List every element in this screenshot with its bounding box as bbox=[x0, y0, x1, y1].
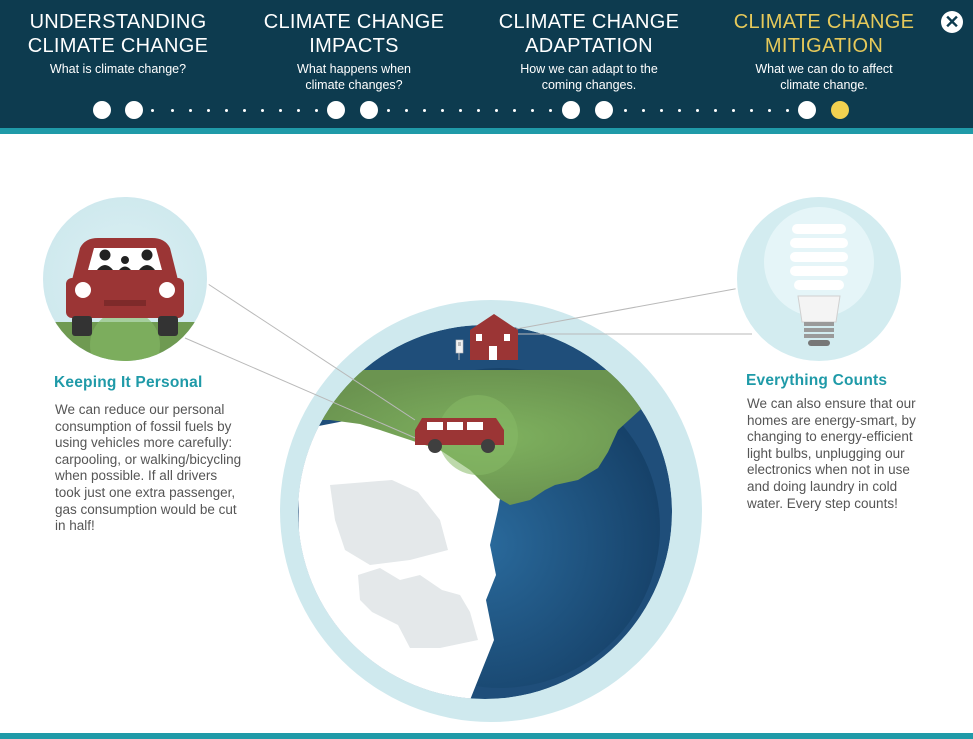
progress-dot[interactable] bbox=[595, 101, 613, 119]
right-panel-heading: Everything Counts bbox=[746, 372, 888, 389]
progress-dot-minor[interactable] bbox=[189, 109, 192, 112]
progress-dot-minor[interactable] bbox=[151, 109, 154, 112]
connector-line bbox=[184, 337, 421, 441]
progress-dot-minor[interactable] bbox=[549, 109, 552, 112]
progress-dot-minor[interactable] bbox=[531, 109, 534, 112]
progress-dot[interactable] bbox=[562, 101, 580, 119]
progress-dot-minor[interactable] bbox=[387, 109, 390, 112]
progress-dot[interactable] bbox=[327, 101, 345, 119]
progress-dot-minor[interactable] bbox=[261, 109, 264, 112]
lightbulb-bubble bbox=[735, 195, 903, 363]
connector-line bbox=[204, 281, 416, 421]
progress-dot-minor[interactable] bbox=[171, 109, 174, 112]
progress-dot-minor[interactable] bbox=[459, 109, 462, 112]
globe-icon bbox=[298, 325, 672, 699]
progress-dot-minor[interactable] bbox=[405, 109, 408, 112]
progress-dot-minor[interactable] bbox=[207, 109, 210, 112]
section-title: CLIMATE CHANGE MITIGATION bbox=[733, 11, 915, 57]
section-subtitle: How we can adapt to the coming changes. bbox=[520, 62, 658, 92]
progress-dot-minor[interactable] bbox=[732, 109, 735, 112]
progress-dot[interactable] bbox=[360, 101, 378, 119]
progress-dot-minor[interactable] bbox=[660, 109, 663, 112]
progress-dot-minor[interactable] bbox=[279, 109, 282, 112]
house-icon bbox=[455, 314, 518, 360]
section-title: CLIMATE CHANGE IMPACTS bbox=[263, 11, 445, 57]
progress-dot-minor[interactable] bbox=[768, 109, 771, 112]
section-subtitle: What happens when climate changes? bbox=[297, 62, 411, 92]
progress-dot-current[interactable] bbox=[831, 101, 849, 119]
progress-dot-minor[interactable] bbox=[642, 109, 645, 112]
nav-section-impacts[interactable]: CLIMATE CHANGE IMPACTS What happens when… bbox=[239, 10, 469, 93]
progress-dot-minor[interactable] bbox=[315, 109, 318, 112]
navigation-accent-strip bbox=[0, 128, 973, 134]
progress-dot-minor[interactable] bbox=[786, 109, 789, 112]
connector-line bbox=[499, 287, 741, 333]
left-panel-heading: Keeping It Personal bbox=[54, 374, 203, 391]
progress-dot-minor[interactable] bbox=[750, 109, 753, 112]
progress-dots bbox=[0, 100, 973, 120]
progress-dot-minor[interactable] bbox=[441, 109, 444, 112]
section-subtitle: What is climate change? bbox=[49, 62, 187, 76]
progress-dot-minor[interactable] bbox=[696, 109, 699, 112]
section-title: CLIMATE CHANGE ADAPTATION bbox=[498, 11, 680, 57]
progress-dot-minor[interactable] bbox=[678, 109, 681, 112]
progress-dot-minor[interactable] bbox=[297, 109, 300, 112]
progress-dot-minor[interactable] bbox=[624, 109, 627, 112]
nav-section-adaptation[interactable]: CLIMATE CHANGE ADAPTATION How we can ada… bbox=[474, 10, 704, 93]
left-panel-paragraph: We can reduce our personal consumption o… bbox=[55, 402, 242, 534]
section-title: UNDERSTANDING CLIMATE CHANGE bbox=[27, 11, 209, 57]
close-icon[interactable]: ✕ bbox=[941, 11, 963, 33]
section-subtitle: What we can do to affect climate change. bbox=[755, 62, 893, 92]
progress-dot[interactable] bbox=[93, 101, 111, 119]
car-bubble bbox=[41, 195, 209, 363]
progress-dot-minor[interactable] bbox=[513, 109, 516, 112]
progress-dot[interactable] bbox=[798, 101, 816, 119]
progress-dot-minor[interactable] bbox=[495, 109, 498, 112]
progress-dot-minor[interactable] bbox=[423, 109, 426, 112]
progress-dot[interactable] bbox=[125, 101, 143, 119]
car-icon bbox=[415, 418, 504, 453]
progress-dot-minor[interactable] bbox=[714, 109, 717, 112]
lightbulb-icon bbox=[790, 224, 848, 346]
bottom-accent-strip bbox=[0, 733, 973, 739]
nav-section-mitigation[interactable]: CLIMATE CHANGE MITIGATION What we can do… bbox=[709, 10, 939, 93]
progress-dot-minor[interactable] bbox=[225, 109, 228, 112]
nav-section-understanding[interactable]: UNDERSTANDING CLIMATE CHANGE What is cli… bbox=[3, 10, 233, 77]
progress-dot-minor[interactable] bbox=[243, 109, 246, 112]
right-panel-paragraph: We can also ensure that our homes are en… bbox=[747, 396, 916, 511]
progress-dot-minor[interactable] bbox=[477, 109, 480, 112]
